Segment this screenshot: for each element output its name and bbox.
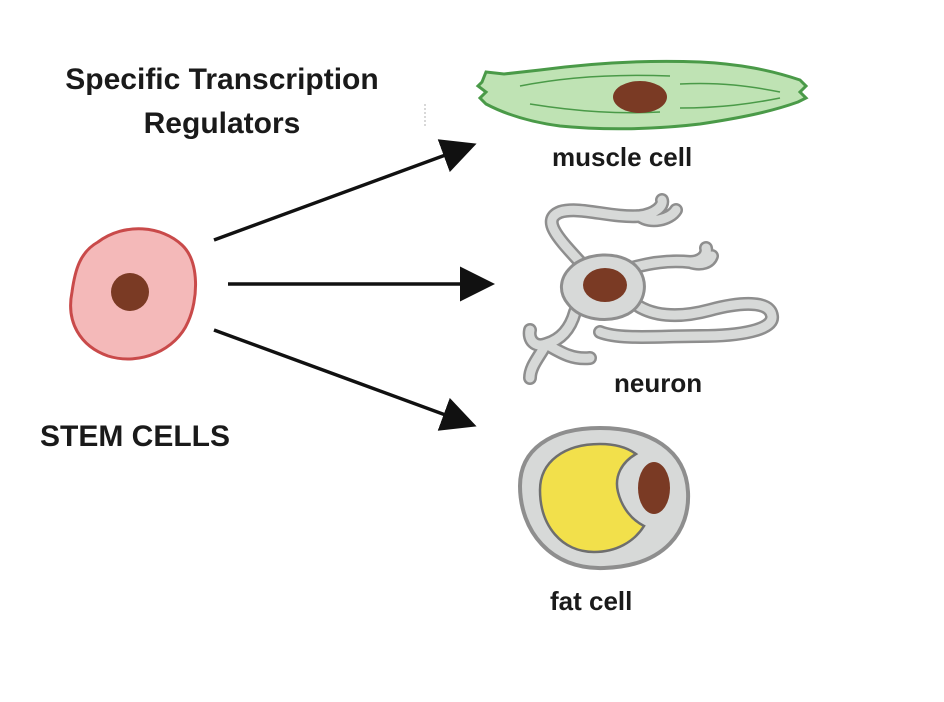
title-line-1: Specific Transcription <box>65 63 379 96</box>
fat-cell-nucleus <box>638 462 670 514</box>
stem-cell <box>69 227 197 361</box>
neuron-processes <box>522 193 779 385</box>
muscle-cell-label: muscle cell <box>552 142 693 172</box>
fat-cell-label: fat cell <box>550 586 633 616</box>
neuron-cell <box>522 193 779 385</box>
fat-droplet <box>538 442 646 554</box>
neuron-label: neuron <box>614 368 703 398</box>
arrow-to-fat-cell <box>213 328 477 431</box>
diagram-title: Specific Transcription Regulators <box>0 58 444 146</box>
muscle-cell <box>475 59 809 131</box>
arrow-to-muscle-cell <box>213 139 477 242</box>
muscle-cell-nucleus <box>613 81 667 113</box>
stem-cells-label: STEM CELLS <box>40 420 231 453</box>
neuron-nucleus <box>583 268 627 302</box>
title-line-2: Regulators <box>143 107 301 140</box>
fat-cell <box>517 425 691 571</box>
stem-cell-nucleus <box>111 273 149 311</box>
